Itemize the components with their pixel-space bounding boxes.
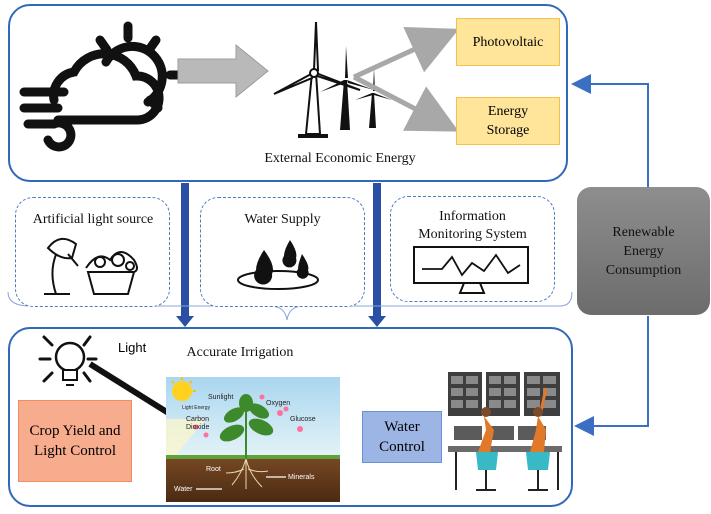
control-room-illustration <box>448 372 562 491</box>
crop-yield-box: Crop Yield and Light Control <box>18 400 132 482</box>
energy-storage-label-2: Storage <box>486 123 530 138</box>
monitor-icon <box>413 246 529 294</box>
water-control-box: Water Control <box>362 411 442 463</box>
light-energy-label: Light Energy <box>182 405 211 411</box>
water-drops-icon <box>237 240 319 290</box>
wind-turbine-icon <box>273 21 392 138</box>
artificial-light-box <box>15 197 170 307</box>
crop-label-1: Crop Yield and <box>29 423 121 439</box>
renewable-energy-box: Renewable Energy Consumption <box>577 187 710 315</box>
energy-storage-label-1: Energy <box>487 104 529 119</box>
grow-lamp-icon <box>44 237 138 295</box>
root-label: Root <box>206 466 221 473</box>
light-bulb-icon <box>38 335 98 386</box>
energy-storage-box: Energy Storage <box>456 97 560 145</box>
light-label: Light <box>118 340 147 355</box>
water-label: Water <box>174 486 193 493</box>
minerals-label: Minerals <box>288 474 315 481</box>
accurate-irrigation-label: Accurate Irrigation <box>186 345 294 360</box>
water-supply-label: Water Supply <box>244 212 321 227</box>
photovoltaic-box: Photovoltaic <box>456 18 560 66</box>
carbon-label-2: Dioxide <box>186 424 209 431</box>
photovoltaic-label: Photovoltaic <box>472 34 544 50</box>
external-energy-caption: External Economic Energy <box>264 151 416 166</box>
weather-icon <box>19 21 185 152</box>
oxygen-label: Oxygen <box>266 400 290 407</box>
renewable-label-3: Consumption <box>605 262 682 278</box>
artificial-light-label: Artificial light source <box>32 212 154 227</box>
photosynthesis-illustration: Sunlight Light Energy Carbon Dioxide Oxy… <box>166 377 340 502</box>
renewable-label-1: Renewable <box>612 224 675 240</box>
crop-label-2: Light Control <box>33 443 117 459</box>
water-control-label-2: Control <box>379 439 425 455</box>
glucose-label: Glucose <box>290 416 316 423</box>
monitoring-label-1: Information <box>439 209 506 224</box>
sunlight-label: Sunlight <box>208 394 233 401</box>
monitoring-label-2: Monitoring System <box>418 227 527 242</box>
water-control-label-1: Water <box>384 419 420 435</box>
renewable-label-2: Energy <box>623 243 664 259</box>
fork-arrows <box>352 26 460 132</box>
carbon-label-1: Carbon <box>186 416 209 423</box>
energy-flow-arrow <box>177 43 269 99</box>
